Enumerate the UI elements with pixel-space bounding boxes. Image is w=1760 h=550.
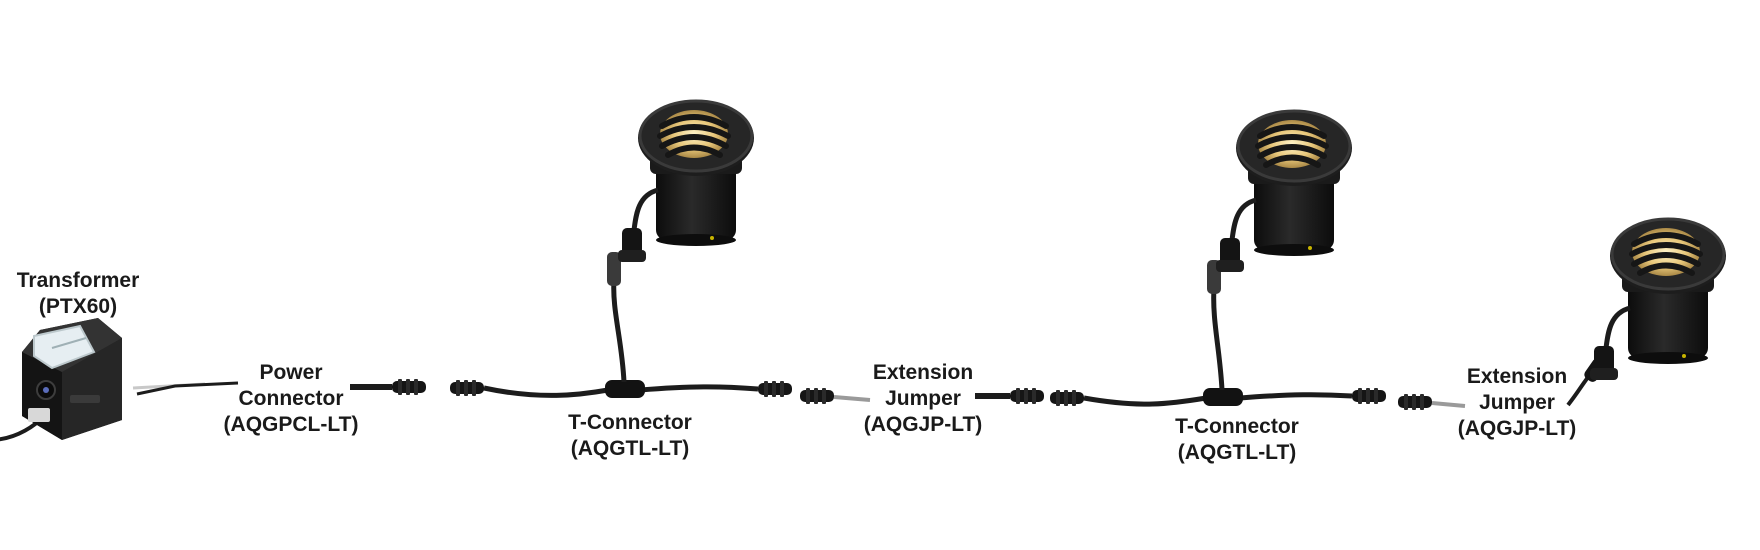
well-light-icon-1: [618, 100, 754, 262]
transformer-icon: [0, 318, 122, 442]
connector-plug-icon-1: [800, 388, 871, 404]
power-connector-label: Power Connector (AQGPCL-LT): [224, 360, 359, 438]
t-connector-icon-2: [1050, 260, 1386, 407]
transformer-label: Transformer (PTX60): [17, 268, 140, 320]
power-connector-label-line2: Connector: [238, 387, 344, 410]
extension-jumper-cable-1: [975, 388, 1044, 404]
well-light-icon-2: [1216, 110, 1352, 272]
t-connector-label-2-line2: (AQGTL-LT): [1177, 441, 1297, 464]
connector-plug-icon-2: [1398, 394, 1466, 410]
t-connector-label-1: T-Connector (AQGTL-LT): [568, 410, 692, 462]
extension-jumper-label-1-line2: Jumper: [885, 387, 961, 410]
transformer-lead-wires: [132, 381, 239, 396]
extension-jumper-label-2-line2: Jumper: [1479, 391, 1555, 414]
extension-jumper-label-2-line1: Extension: [1466, 365, 1568, 388]
power-connector-icon: [350, 379, 426, 395]
transformer-label-line2: (PTX60): [38, 295, 118, 318]
extension-jumper-label-1-line3: (AQGJP-LT): [863, 413, 983, 436]
t-connector-label-1-line2: (AQGTL-LT): [570, 437, 690, 460]
well-light-icon-3: [1590, 218, 1726, 380]
t-connector-label-2-line1: T-Connector: [1175, 415, 1299, 438]
t-connector-label-1-line1: T-Connector: [568, 411, 692, 434]
power-connector-label-line3: (AQGPCL-LT): [223, 413, 359, 436]
extension-jumper-label-1: Extension Jumper (AQGJP-LT): [864, 360, 983, 438]
t-connector-icon-1: [450, 252, 792, 398]
t-connector-label-2: T-Connector (AQGTL-LT): [1175, 414, 1299, 466]
extension-jumper-label-2-line3: (AQGJP-LT): [1457, 417, 1577, 440]
extension-jumper-label-1-line1: Extension: [872, 361, 974, 384]
transformer-label-line1: Transformer: [16, 269, 140, 292]
extension-jumper-label-2: Extension Jumper (AQGJP-LT): [1458, 364, 1577, 442]
power-connector-label-line1: Power: [259, 361, 323, 384]
